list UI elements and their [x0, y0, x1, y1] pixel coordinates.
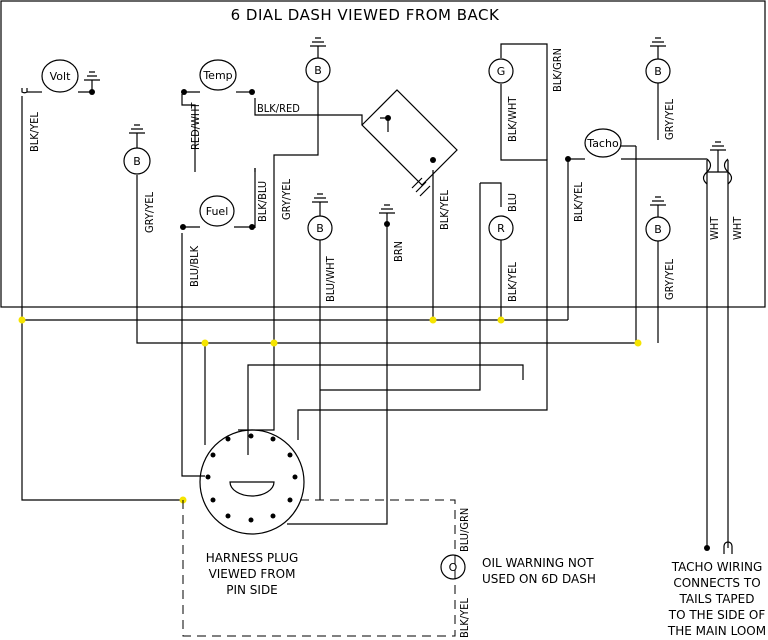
tacho-label: Tacho [586, 137, 619, 150]
temp-dial: Temp [181, 59, 255, 95]
junction-dot [497, 316, 505, 324]
bulb-g: G [488, 58, 514, 84]
bulb-r: R [488, 215, 514, 241]
wire-label: BLK/YEL [438, 190, 451, 230]
diagram-title: 6 DIAL DASH VIEWED FROM BACK [231, 6, 500, 24]
bulb-o: O [440, 554, 466, 580]
svg-text:CONNECTS TO: CONNECTS TO [673, 576, 760, 590]
harness-plug [199, 429, 305, 535]
oil-warning-outline [182, 499, 456, 637]
wire-label: WHT [708, 216, 721, 240]
wire-label: WHT [731, 216, 744, 240]
wire-label: BLU/WHT [324, 255, 337, 302]
junction-dot [429, 316, 437, 324]
svg-text:TAILS TAPED: TAILS TAPED [679, 592, 755, 606]
svg-text:HARNESS PLUG: HARNESS PLUG [206, 551, 299, 565]
bulb-b-mid: B [307, 193, 333, 241]
harness-note: HARNESS PLUG VIEWED FROM PIN SIDE [206, 551, 299, 597]
fuel-label: Fuel [206, 205, 229, 218]
wire-label: BLK/BLU [256, 181, 269, 222]
wire-label: GRY/YEL [143, 191, 156, 233]
svg-text:R: R [497, 222, 505, 235]
svg-text:B: B [314, 64, 322, 77]
bulb-b-right-low: B [645, 196, 671, 343]
junction-dot [270, 339, 278, 347]
wire-label: BLK/YEL [28, 112, 41, 152]
wires [21, 43, 729, 548]
wire-label: GRY/YEL [663, 98, 676, 140]
wire-label: BLK/YEL [506, 262, 519, 302]
wire-label: BLK/YEL [458, 598, 471, 638]
wire-label: BLU/BLK [188, 245, 201, 287]
bulb-b-top: B [305, 37, 331, 83]
wire-label: BRN [392, 241, 405, 262]
svg-text:TO THE SIDE OF: TO THE SIDE OF [668, 608, 766, 622]
temp-label: Temp [202, 69, 232, 82]
svg-text:TACHO WIRING: TACHO WIRING [671, 560, 763, 574]
connector-diamond [361, 89, 458, 197]
bulb-b-left: B [123, 124, 151, 175]
wire-label: BLU [506, 193, 519, 212]
svg-text:USED ON 6D DASH: USED ON 6D DASH [482, 572, 596, 586]
svg-text:O: O [449, 561, 458, 574]
tacho-note: TACHO WIRING CONNECTS TO TAILS TAPED TO … [667, 560, 766, 638]
svg-text:G: G [497, 65, 506, 78]
wire-label: BLK/GRN [551, 48, 564, 92]
junction-dot [201, 339, 209, 347]
tacho-tails [704, 541, 733, 554]
wire-label: BLU/GRN [458, 508, 471, 552]
svg-text:OIL WARNING NOT: OIL WARNING NOT [482, 556, 594, 570]
svg-text:THE MAIN LOOM: THE MAIN LOOM [667, 624, 766, 638]
volt-label: Volt [50, 70, 71, 83]
wire-labels: BLK/YEL RED/WHT BLK/RED GRY/YEL BLU/BLK … [28, 48, 744, 638]
tacho-dial: Tacho [565, 128, 733, 185]
wire-label: GRY/YEL [280, 178, 293, 220]
dash-outline [0, 0, 766, 308]
wire-label: BLK/RED [257, 102, 300, 115]
junction-dot [18, 316, 26, 324]
wire-label: BLK/WHT [506, 96, 519, 142]
svg-text:B: B [654, 65, 662, 78]
svg-text:VIEWED FROM: VIEWED FROM [209, 567, 296, 581]
wire-label: GRY/YEL [663, 258, 676, 300]
svg-text:B: B [316, 222, 324, 235]
junction-dot [634, 339, 642, 347]
svg-text:B: B [133, 155, 141, 168]
wire-label: BLK/YEL [572, 182, 585, 222]
oil-warning-note: OIL WARNING NOT USED ON 6D DASH [482, 556, 596, 586]
svg-text:B: B [654, 223, 662, 236]
wire-label: RED/WHT [189, 102, 202, 150]
volt-dial: Volt [21, 59, 100, 95]
fuel-dial: Fuel [180, 195, 255, 230]
svg-text:PIN SIDE: PIN SIDE [226, 583, 278, 597]
brn-earth [379, 204, 395, 227]
bulb-b-right-top: B [645, 37, 671, 140]
